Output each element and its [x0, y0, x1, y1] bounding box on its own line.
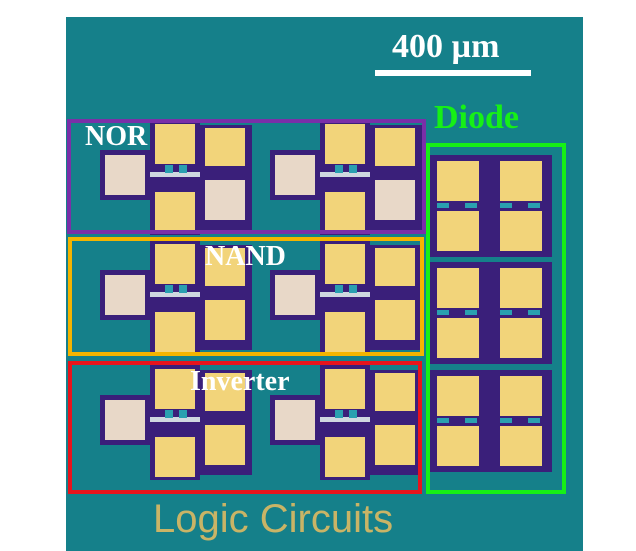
- channel: [179, 285, 187, 293]
- inverter-label: Inverter: [190, 366, 290, 397]
- diode-label: Diode: [434, 99, 519, 136]
- inverter-box: [68, 361, 422, 494]
- diode-channel: [437, 418, 449, 423]
- contact-pad: [205, 373, 245, 411]
- diode-pad: [437, 376, 479, 416]
- source-pad: [105, 400, 145, 440]
- diode-channel: [500, 418, 512, 423]
- channel: [335, 285, 343, 293]
- contact-pad: [375, 300, 415, 340]
- source-pad: [275, 155, 315, 195]
- diode-channel: [528, 418, 540, 423]
- contact-pad: [205, 300, 245, 340]
- contact-pad: [205, 128, 245, 166]
- diode-channel: [437, 310, 449, 315]
- source-pad: [105, 155, 145, 195]
- devices: [100, 120, 552, 480]
- source-pad: [275, 400, 315, 440]
- channel: [165, 410, 173, 418]
- diode-channel: [500, 310, 512, 315]
- diode-pad: [500, 426, 542, 466]
- diode-box: [426, 143, 566, 494]
- contact-pad: [375, 128, 415, 166]
- diode-channel: [465, 203, 477, 208]
- channel: [165, 165, 173, 173]
- channel: [179, 410, 187, 418]
- contact-pad: [375, 373, 415, 411]
- contact-pad: [205, 180, 245, 220]
- contact-pad: [375, 180, 415, 220]
- channel: [179, 165, 187, 173]
- drain-pad: [325, 192, 365, 232]
- channel: [335, 165, 343, 173]
- interconnect: [320, 292, 370, 297]
- interconnect: [320, 417, 370, 422]
- interconnect: [320, 172, 370, 177]
- diode-pad: [437, 161, 479, 201]
- diode-pad: [500, 211, 542, 251]
- gate-pad: [155, 244, 195, 284]
- interconnect: [150, 172, 200, 177]
- scale-bar: [375, 70, 531, 76]
- contact-pad: [205, 248, 245, 286]
- diode-channel: [465, 310, 477, 315]
- gate-pad: [325, 124, 365, 164]
- nand-label: NAND: [205, 241, 286, 272]
- caption: Logic Circuits: [153, 497, 393, 541]
- channel: [349, 285, 357, 293]
- drain-pad: [325, 312, 365, 352]
- diode-pad: [437, 211, 479, 251]
- nor-box: [67, 119, 426, 234]
- drain-pad: [155, 312, 195, 352]
- source-pad: [105, 275, 145, 315]
- diode-channel: [465, 418, 477, 423]
- channel: [349, 410, 357, 418]
- gate-pad: [325, 244, 365, 284]
- gate-pad: [155, 369, 195, 409]
- contact-pad: [375, 248, 415, 286]
- diode-channel: [528, 203, 540, 208]
- interconnect: [150, 417, 200, 422]
- nor-label: NOR: [85, 121, 148, 152]
- interconnect: [150, 292, 200, 297]
- gate-pad: [155, 124, 195, 164]
- contact-pad: [205, 425, 245, 465]
- diode-channel: [528, 310, 540, 315]
- diode-pad: [437, 318, 479, 358]
- drain-pad: [155, 437, 195, 477]
- diode-pad: [437, 426, 479, 466]
- diode-pad: [500, 376, 542, 416]
- channel: [165, 285, 173, 293]
- diode-channel: [437, 203, 449, 208]
- nand-box: [68, 237, 424, 356]
- source-pad: [275, 275, 315, 315]
- diode-pad: [500, 318, 542, 358]
- gate-pad: [325, 369, 365, 409]
- diode-pad: [437, 268, 479, 308]
- diode-channel: [500, 203, 512, 208]
- contact-pad: [375, 425, 415, 465]
- scale-bar-label: 400 µm: [392, 28, 499, 65]
- diode-pad: [500, 268, 542, 308]
- channel: [349, 165, 357, 173]
- diode-pad: [500, 161, 542, 201]
- drain-pad: [325, 437, 365, 477]
- channel: [335, 410, 343, 418]
- drain-pad: [155, 192, 195, 232]
